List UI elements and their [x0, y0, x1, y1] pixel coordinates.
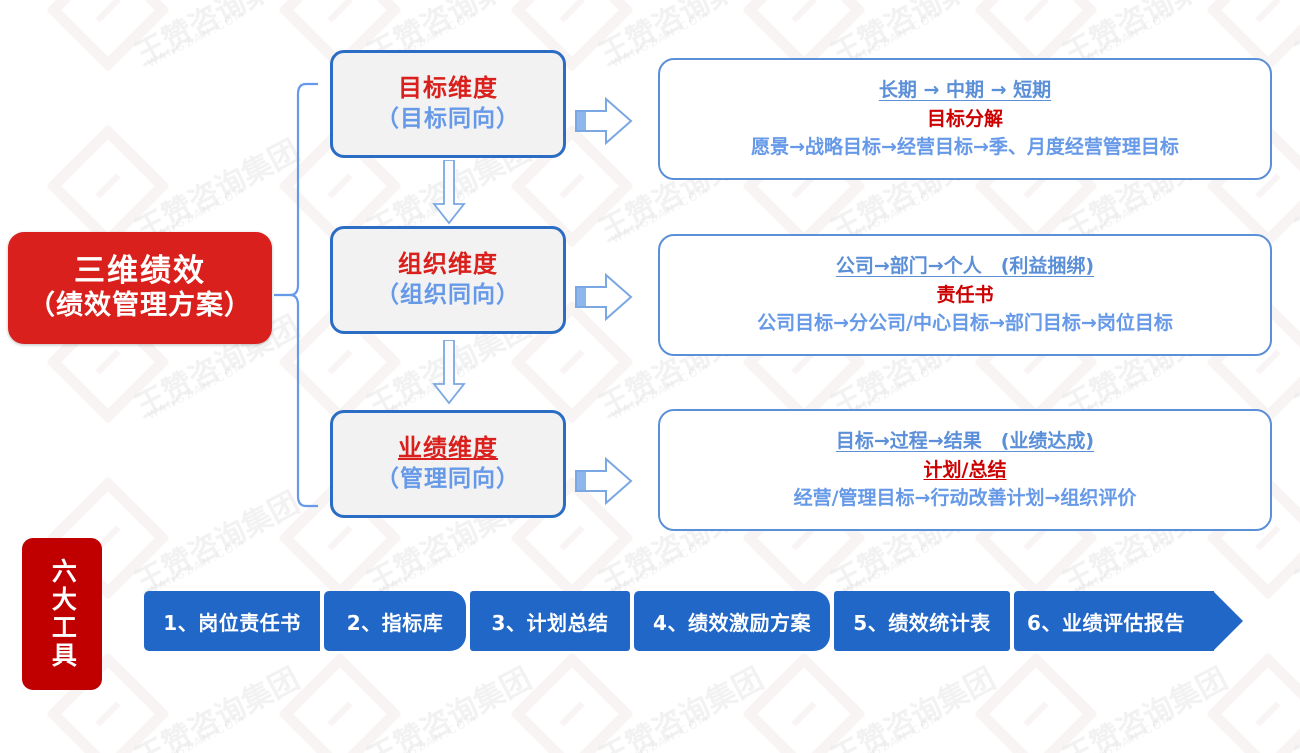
detail-panel-organization: 公司→部门→个人 (利益捆绑) 责任书 公司目标→分公司/中心目标→部门目标→岗… [658, 234, 1272, 356]
tool-chip-label: 6、业绩评估报告 [1027, 610, 1185, 635]
main-concept-subtitle: （绩效管理方案） [28, 290, 252, 322]
main-concept-title: 三维绩效 [74, 252, 206, 289]
brace-connector [272, 80, 328, 510]
detail-line-chain: 公司目标→分公司/中心目标→部门目标→岗位目标 [757, 312, 1173, 335]
tool-chip-2[interactable]: 2、指标库 [324, 591, 466, 651]
dimension-box-organization[interactable]: 组织维度 （组织同向） [330, 226, 566, 334]
dimension-title: 组织维度 [398, 250, 498, 279]
tool-chip-1[interactable]: 1、岗位责任书 [144, 591, 320, 651]
tool-chip-4[interactable]: 4、绩效激励方案 [634, 591, 830, 651]
detail-line-keyword: 责任书 [936, 283, 994, 306]
tool-chip-label: 1、岗位责任书 [163, 610, 301, 635]
tools-section-label: 六大工具 [22, 538, 102, 690]
detail-line-chain: 愿景→战略目标→经营目标→季、月度经营管理目标 [751, 136, 1179, 159]
detail-panel-goal: 长期 → 中期 → 短期 目标分解 愿景→战略目标→经营目标→季、月度经营管理目… [658, 58, 1272, 180]
tool-chip-label: 3、计划总结 [491, 610, 609, 635]
dimension-subtitle: （管理同向） [376, 465, 520, 492]
dimension-title: 目标维度 [398, 74, 498, 103]
right-arrow-icon [574, 95, 634, 147]
down-arrow-icon [432, 159, 466, 225]
tool-chip-label: 4、绩效激励方案 [653, 610, 811, 635]
detail-line-keyword: 目标分解 [926, 107, 1003, 130]
detail-line-flow: 公司→部门→个人 (利益捆绑) [835, 255, 1095, 278]
dimension-box-performance[interactable]: 业绩维度 （管理同向） [330, 410, 566, 518]
right-arrow-icon [574, 271, 634, 323]
detail-line-flow: 长期 → 中期 → 短期 [878, 79, 1052, 102]
detail-line-keyword: 计划/总结 [923, 458, 1007, 481]
detail-panel-performance: 目标→过程→结果 (业绩达成) 计划/总结 经营/管理目标→行动改善计划→组织评… [658, 409, 1272, 531]
detail-line-flow: 目标→过程→结果 (业绩达成) [835, 430, 1095, 453]
tool-chip-label: 5、绩效统计表 [853, 610, 991, 635]
dimension-subtitle: （目标同向） [376, 105, 520, 132]
dimension-box-goal[interactable]: 目标维度 （目标同向） [330, 50, 566, 158]
right-arrow-icon [574, 455, 634, 507]
tool-chip-6[interactable]: 6、业绩评估报告 [1014, 591, 1243, 651]
tools-chip-row: 1、岗位责任书 2、指标库 3、计划总结 4、绩效激励方案 5、绩效统计表 6、… [144, 591, 1243, 651]
dimension-title: 业绩维度 [398, 434, 498, 463]
tool-chip-5[interactable]: 5、绩效统计表 [834, 591, 1010, 651]
tool-chip-3[interactable]: 3、计划总结 [470, 591, 630, 651]
dimension-subtitle: （组织同向） [376, 281, 520, 308]
main-concept-box: 三维绩效 （绩效管理方案） [8, 232, 272, 344]
tool-chip-label: 2、指标库 [346, 610, 444, 635]
down-arrow-icon [432, 339, 466, 405]
detail-line-chain: 经营/管理目标→行动改善计划→组织评价 [793, 487, 1137, 510]
